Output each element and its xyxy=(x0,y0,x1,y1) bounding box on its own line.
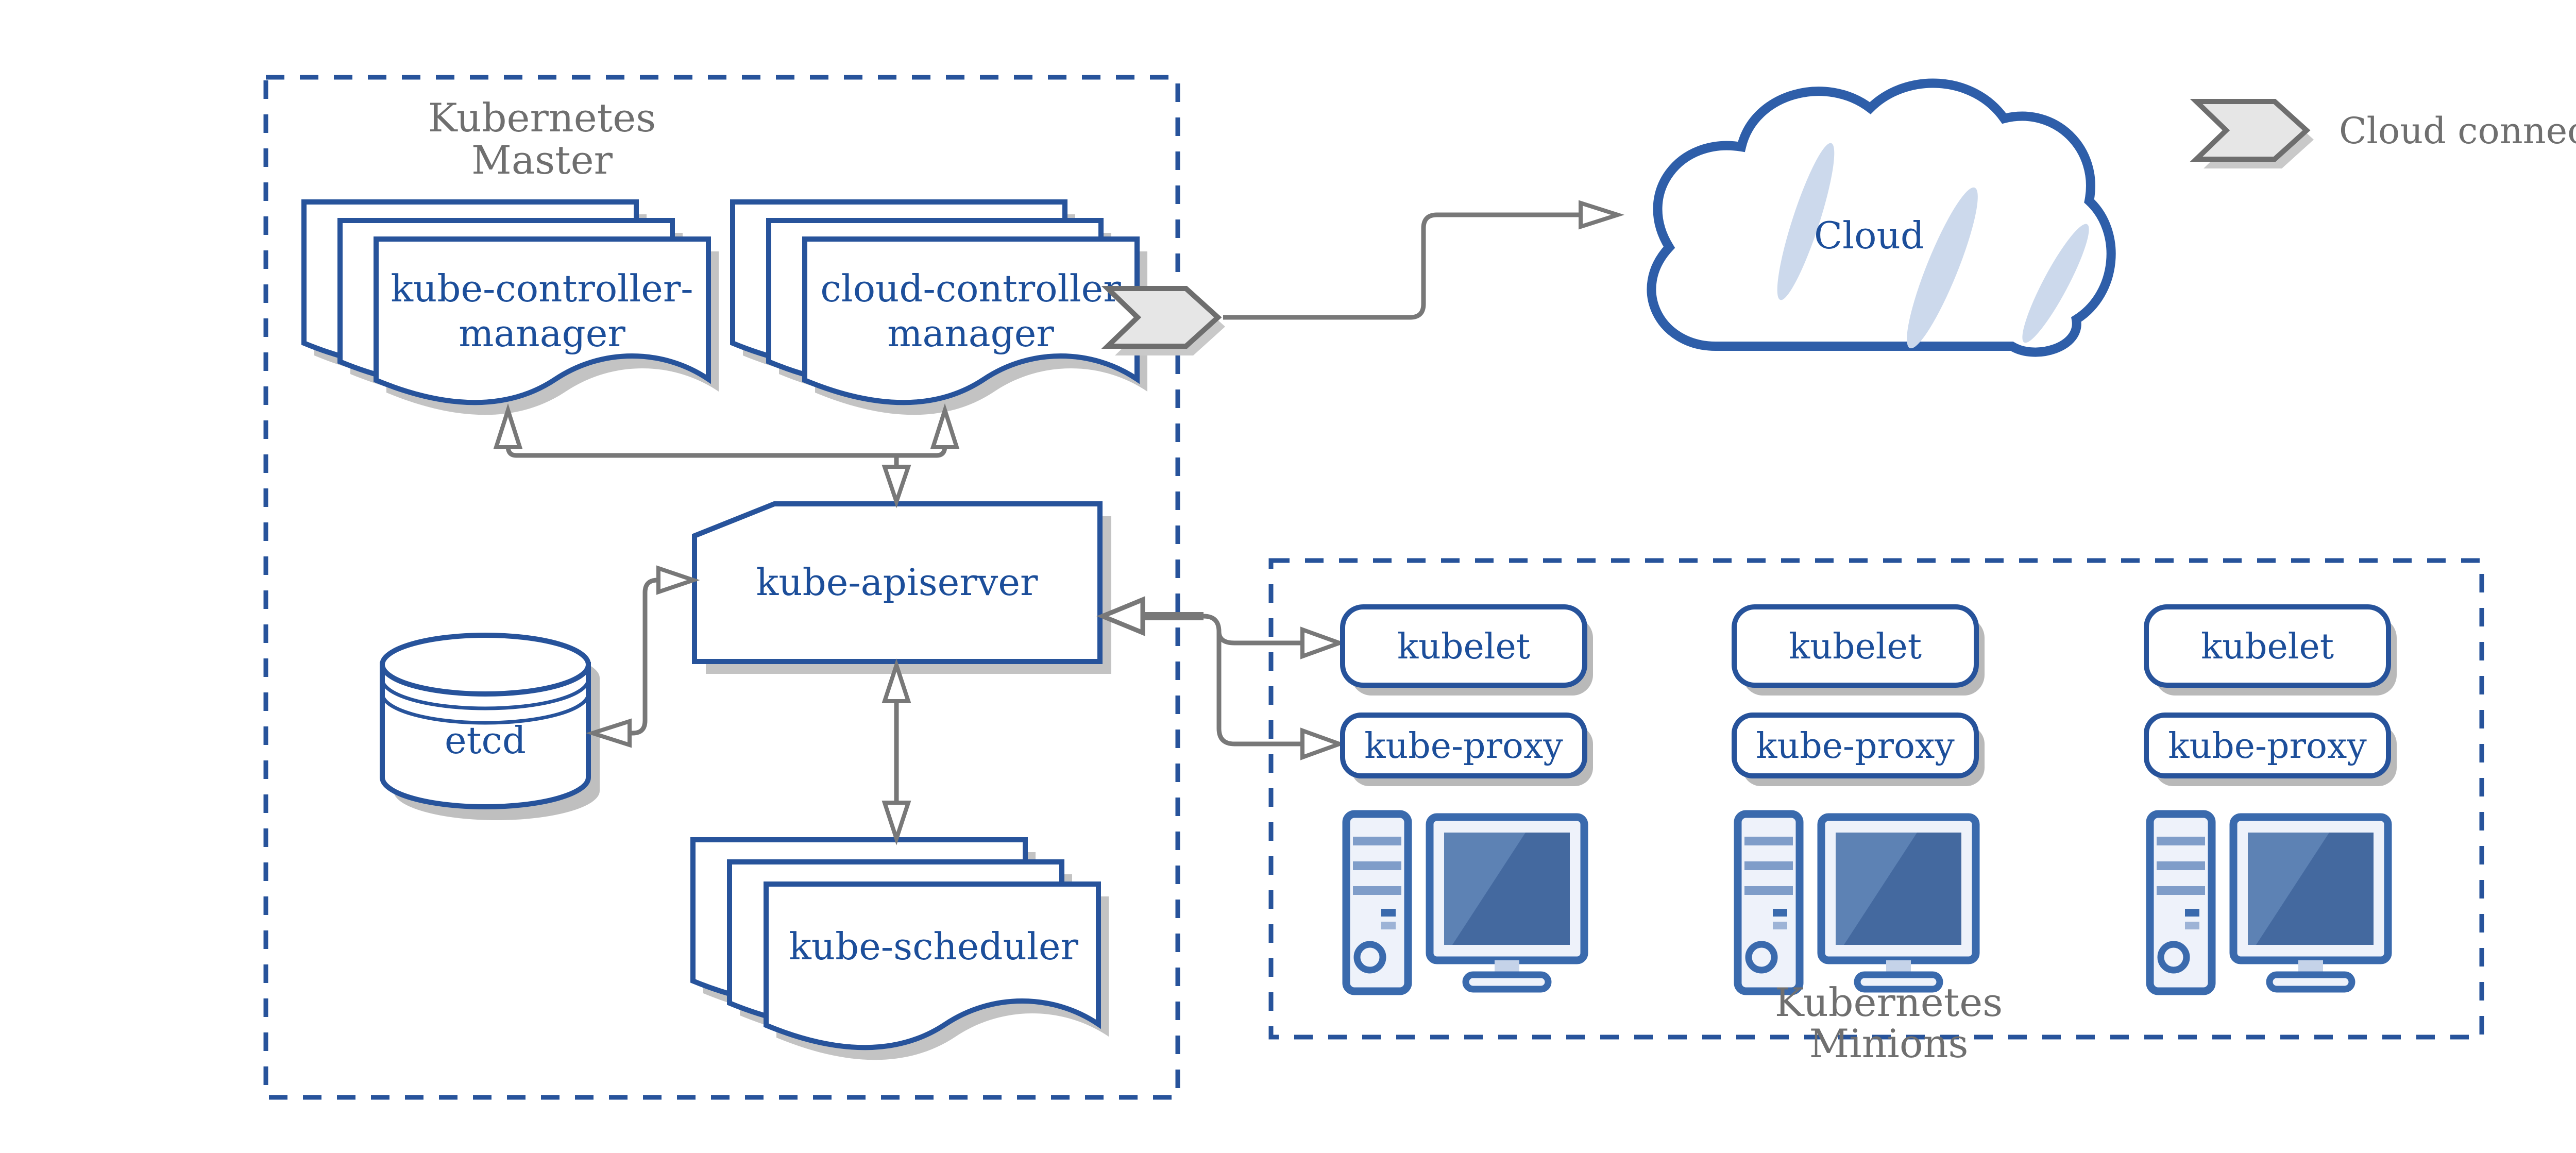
cloud-controller-manager-label-line1: cloud-controller xyxy=(820,267,1121,310)
arrow-etcd-apiserver xyxy=(630,578,659,736)
arrowhead-into-scheduler xyxy=(882,801,911,845)
arrow-connector-to-cloud xyxy=(1223,212,1581,320)
minions-title-line1: Kubernetes xyxy=(1775,979,2003,1025)
cloud-controller-manager-shape: cloud-controller manager xyxy=(733,202,1147,415)
cloud-controller-manager-label-line2: manager xyxy=(887,312,1054,355)
computer-icon xyxy=(1738,814,1976,991)
arrowhead-into-etcd xyxy=(585,718,632,748)
etcd-database-icon: etcd xyxy=(380,633,600,820)
kubelet-label: kubelet xyxy=(2201,626,2334,667)
arrowhead-into-cloud xyxy=(1579,200,1625,230)
master-group-border xyxy=(263,75,1180,1100)
arrowhead-into-apiserver-right xyxy=(1096,596,1145,636)
kubelet-label: kubelet xyxy=(1789,626,1922,667)
arrow-to-kube-proxy xyxy=(1203,614,1303,747)
arrowheads xyxy=(493,200,1625,845)
arrowhead-into-apiserver-left xyxy=(656,565,700,595)
legend: Cloud connector xyxy=(2196,101,2576,168)
arrowhead-into-kube-controller-manager xyxy=(493,403,523,449)
arrow-controllers-line xyxy=(505,446,947,458)
kubelet-label: kubelet xyxy=(1397,626,1530,667)
etcd-label: etcd xyxy=(445,719,526,762)
master-title-line2: Master xyxy=(471,137,613,183)
arrowhead-into-apiserver-top xyxy=(882,465,911,508)
minions-group-border xyxy=(1268,558,2484,1040)
kube-proxy-label: kube-proxy xyxy=(1364,726,1563,767)
computer-icon xyxy=(1346,814,1584,991)
minion-node-3: kubelet kube-proxy xyxy=(2144,604,2397,991)
kube-controller-manager-shape: kube-controller- manager xyxy=(304,202,719,415)
kube-apiserver-label: kube-apiserver xyxy=(756,561,1038,604)
minions-title-line2: Minions xyxy=(1809,1021,1968,1066)
master-title-line1: Kubernetes xyxy=(428,95,656,141)
kube-apiserver-shape: kube-apiserver xyxy=(692,501,1111,674)
minion-node-2: kubelet kube-proxy xyxy=(1732,604,1985,991)
kube-scheduler-label: kube-scheduler xyxy=(789,925,1078,968)
arrowhead-into-apiserver-bottom xyxy=(882,658,911,703)
cloud-shape: Cloud xyxy=(1647,78,2116,357)
arrowhead-into-cloud-controller-manager xyxy=(930,403,960,449)
arrowhead-into-kube-proxy-1 xyxy=(1300,727,1346,760)
cloud-label: Cloud xyxy=(1814,214,1924,257)
arrow-to-kubelet xyxy=(1216,631,1303,646)
minion-node-1: kubelet kube-proxy xyxy=(1340,604,1593,991)
cloud-connector-legend-label: Cloud connector xyxy=(2339,110,2576,152)
connectors xyxy=(505,212,1581,804)
cloud-connector-legend-icon xyxy=(2196,101,2314,168)
computer-icon xyxy=(2150,814,2388,991)
kube-controller-manager-label-line2: manager xyxy=(459,312,625,355)
kube-scheduler-shape: kube-scheduler xyxy=(693,840,1109,1060)
kube-controller-manager-label-line1: kube-controller- xyxy=(391,267,693,310)
arrowhead-into-kubelet-1 xyxy=(1300,626,1346,659)
kube-proxy-label: kube-proxy xyxy=(1756,726,1955,767)
kube-proxy-label: kube-proxy xyxy=(2168,726,2367,767)
